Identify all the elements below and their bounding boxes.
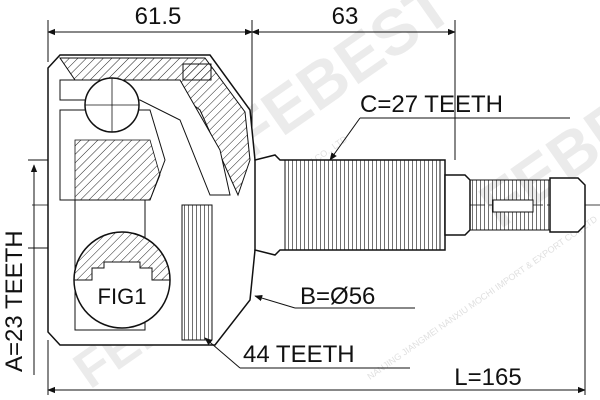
stub-shaft — [254, 154, 586, 256]
dimension-right-width: 63 — [332, 3, 359, 30]
top-notch — [182, 63, 212, 81]
top-dimensions — [47, 20, 456, 160]
fig1-detail — [73, 231, 171, 329]
callout-b-diameter: B=Ø56 — [300, 283, 375, 310]
abs-ring — [181, 204, 213, 341]
dimension-total-length: L=165 — [454, 364, 521, 391]
dimension-left-width: 61.5 — [135, 3, 182, 30]
fig1-label: FIG1 — [98, 284, 147, 309]
leader-lines — [204, 117, 570, 369]
joint-ball — [84, 77, 140, 133]
callout-a-teeth: A=23 TEETH — [1, 230, 28, 372]
callout-abs-teeth: 44 TEETH — [243, 341, 355, 368]
callout-c-teeth: C=27 TEETH — [360, 91, 503, 118]
